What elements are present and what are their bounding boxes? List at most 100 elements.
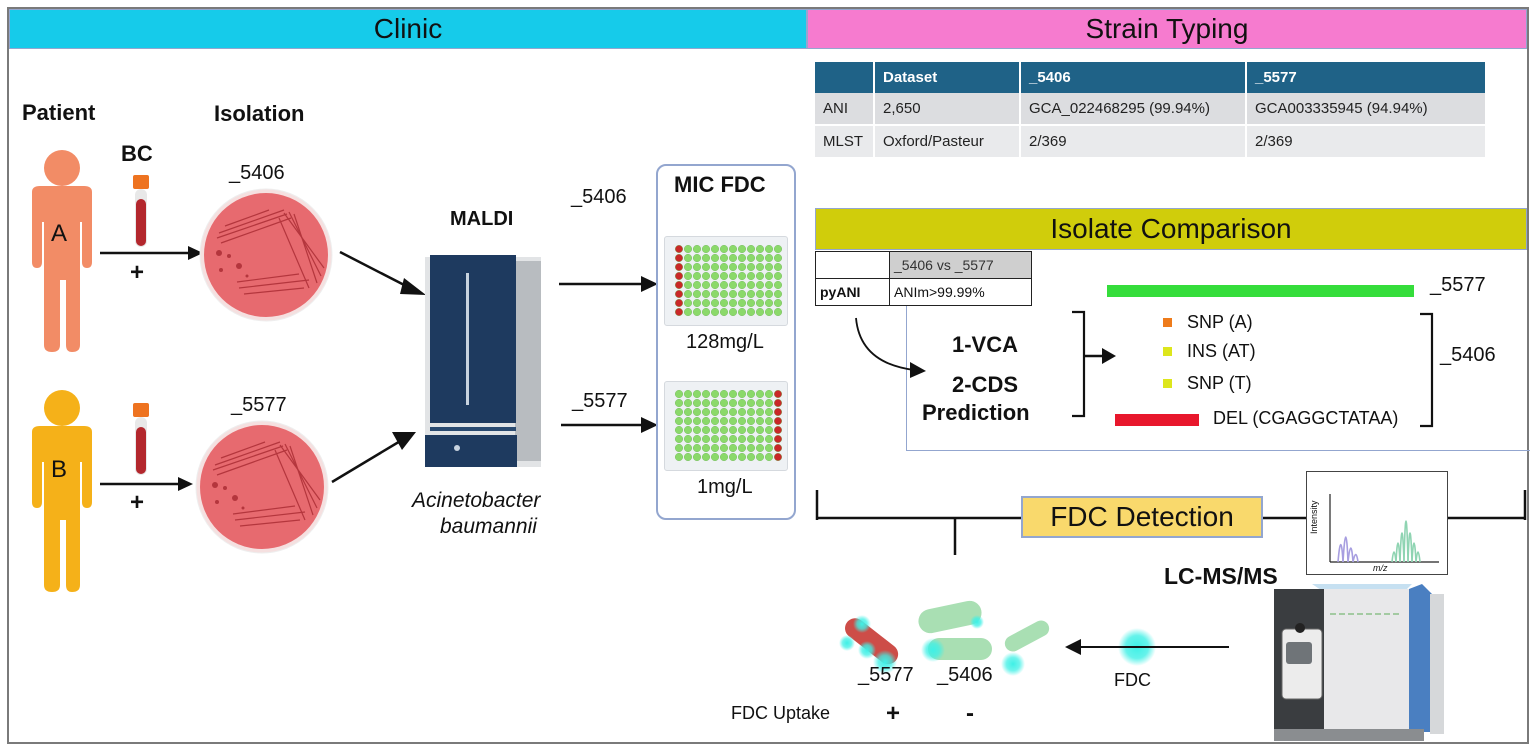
well-growth	[755, 399, 764, 408]
well-growth	[693, 281, 702, 290]
well-growth	[720, 299, 729, 308]
well-growth	[728, 399, 737, 408]
well-growth	[755, 307, 764, 316]
well-growth	[711, 399, 720, 408]
cell-5406-label: _5406	[937, 664, 993, 686]
well-growth	[737, 408, 746, 417]
well-growth	[764, 426, 773, 435]
figure-frame	[7, 7, 1529, 744]
well-growth	[711, 435, 720, 444]
well-growth	[755, 290, 764, 299]
well-inhibited	[674, 307, 683, 316]
well-growth	[746, 254, 755, 263]
well-growth	[728, 281, 737, 290]
well-growth	[702, 290, 711, 299]
well-growth	[728, 417, 737, 426]
well-growth	[746, 417, 755, 426]
maldi-heading: MALDI	[450, 208, 514, 230]
well-growth	[711, 452, 720, 461]
well-growth	[684, 417, 693, 426]
table-cell: pyANI	[815, 278, 890, 306]
variant-del-label: DEL (CGAGGCTATAA)	[1213, 408, 1399, 428]
variant-snp-t-marker	[1163, 379, 1172, 388]
well-growth	[764, 281, 773, 290]
mic-value-5577: 1mg/L	[697, 476, 753, 498]
uptake-5406-sign: -	[966, 700, 974, 727]
well-growth	[693, 244, 702, 253]
well-growth	[755, 272, 764, 281]
well-growth	[711, 444, 720, 453]
arrow-maldi-to-mic-5406	[559, 276, 658, 292]
table-row: ANI 2,650 GCA_022468295 (99.94%) GCA0033…	[815, 93, 1487, 126]
well-growth	[684, 254, 693, 263]
isolate-5577-label: _5577	[231, 394, 287, 416]
table-header-cell: Dataset	[874, 62, 1021, 93]
fdc-molecule-label: FDC	[1114, 670, 1151, 690]
well-growth	[737, 435, 746, 444]
pyani-table: _5406 vs _5577 pyANI ANIm>99.99%	[815, 251, 1032, 306]
clinic-section-header: Clinic	[9, 9, 807, 49]
maldi-instrument-icon	[425, 255, 541, 467]
agar-plate-5406-icon	[199, 188, 333, 322]
arrow-patient-b-to-plate	[100, 477, 193, 491]
well-growth	[711, 263, 720, 272]
well-growth	[746, 435, 755, 444]
well-growth	[728, 290, 737, 299]
table-header-cell: _5577	[1246, 62, 1487, 93]
well-growth	[674, 426, 683, 435]
well-growth	[764, 399, 773, 408]
well-growth	[702, 444, 711, 453]
curved-arrow-to-steps	[855, 317, 926, 378]
well-inhibited	[674, 263, 683, 272]
fdc-detection-bracket	[815, 490, 1527, 555]
well-growth	[720, 444, 729, 453]
well-growth	[693, 254, 702, 263]
well-growth	[737, 281, 746, 290]
blood-culture-tube-icon	[133, 403, 149, 475]
strain-typing-table: Dataset _5406 _5577 ANI 2,650 GCA_022468…	[815, 62, 1487, 157]
well-growth	[737, 444, 746, 453]
well-growth	[755, 417, 764, 426]
well-growth	[684, 263, 693, 272]
well-growth	[702, 426, 711, 435]
steps-bracket	[1072, 310, 1116, 418]
well-growth	[764, 389, 773, 398]
patient-a-icon	[32, 150, 92, 352]
well-growth	[684, 444, 693, 453]
well-growth	[674, 408, 683, 417]
well-growth	[684, 399, 693, 408]
clinic-header-label: Clinic	[373, 13, 443, 44]
well-growth	[764, 299, 773, 308]
variant-ins-at-marker	[1163, 347, 1172, 356]
well-growth	[755, 299, 764, 308]
well-growth	[728, 307, 737, 316]
well-growth	[737, 290, 746, 299]
well-growth	[764, 408, 773, 417]
well-growth	[728, 426, 737, 435]
table-cell: ANIm>99.99%	[889, 278, 1032, 306]
strain-typing-section-header: Strain Typing	[807, 9, 1527, 49]
well-growth	[746, 272, 755, 281]
patient-b-icon	[32, 390, 92, 592]
well-growth	[746, 299, 755, 308]
isolate-5406-label: _5406	[229, 162, 285, 184]
well-growth	[720, 263, 729, 272]
table-cell: GCA003335945 (94.94%)	[1246, 93, 1487, 126]
variant-snp-a-marker	[1163, 318, 1172, 327]
organism-name-line2: baumannii	[440, 515, 537, 538]
lc-ms-ms-label: LC-MS/MS	[1164, 563, 1278, 589]
well-growth	[711, 307, 720, 316]
well-growth	[711, 389, 720, 398]
well-growth	[728, 389, 737, 398]
arrow-plate-5577-to-maldi	[331, 432, 416, 484]
organism-name-line1: Acinetobacter	[412, 489, 541, 512]
well-growth	[674, 389, 683, 398]
well-growth	[773, 307, 782, 316]
well-growth	[764, 244, 773, 253]
maldi-output-5577-label: _5577	[572, 390, 628, 412]
well-growth	[737, 426, 746, 435]
well-growth	[755, 244, 764, 253]
well-growth	[764, 435, 773, 444]
well-growth	[720, 399, 729, 408]
well-growth	[755, 389, 764, 398]
